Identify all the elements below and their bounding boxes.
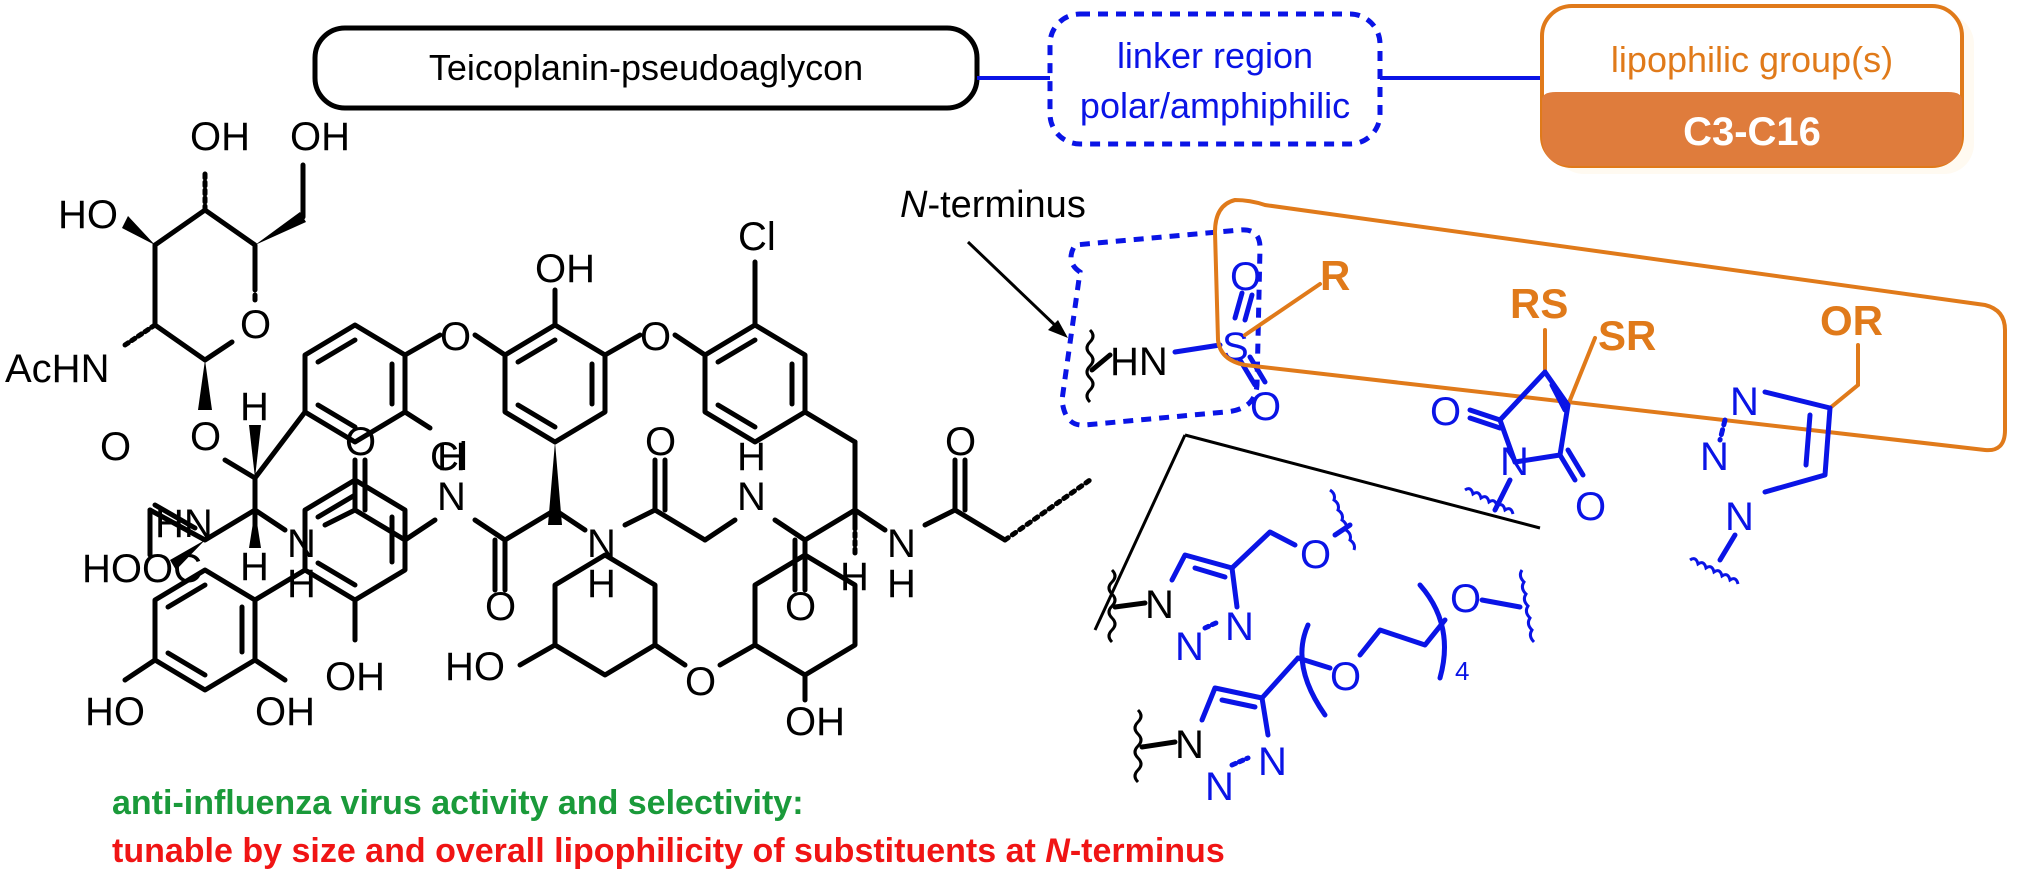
- atom-o-carbonyl: O: [945, 420, 976, 464]
- atom-oh: OH: [255, 690, 315, 734]
- linker-box-line1: linker region: [1117, 35, 1313, 76]
- atom-o-ether: O: [685, 660, 716, 704]
- n-terminus-suffix: -terminus: [927, 184, 1085, 226]
- atom-h: H: [587, 562, 616, 606]
- atom-n: N: [737, 475, 766, 519]
- atom-n-triazole: N: [1730, 380, 1759, 424]
- atom-oh: OH: [785, 700, 845, 744]
- atom-oh: OH: [535, 247, 595, 291]
- lipophilic-carbon-range: C3-C16: [1683, 110, 1821, 154]
- lipophilic-group-highlight-box: [1212, 197, 2007, 453]
- atom-h: H: [737, 435, 766, 479]
- atom-h: H: [437, 435, 466, 479]
- linker-box: linker region polar/amphiphilic: [1047, 11, 1383, 147]
- atom-o-ether: O: [640, 315, 671, 359]
- atom-o-carbonyl: O: [100, 425, 131, 469]
- atom-n-maleimide: N: [1500, 440, 1529, 484]
- atom-hn: HN: [155, 502, 213, 546]
- caption-tunable-suffix: -terminus: [1070, 832, 1225, 870]
- caption-tunable-main: tunable by size and overall lipophilicit…: [112, 832, 1045, 870]
- atom-r: R: [1320, 252, 1350, 299]
- atom-h: H: [240, 545, 269, 589]
- atom-or: OR: [1820, 297, 1883, 344]
- atom-o-carbonyl: O: [785, 585, 816, 629]
- svg-text:N-terminus: N-terminus: [900, 184, 1086, 226]
- aglycone-core: Cl O H OH O Cl O HN: [82, 215, 1093, 744]
- n-terminus-italic-n: N: [900, 184, 928, 226]
- lipophilic-box: lipophilic group(s) C3-C16: [1540, 4, 1974, 174]
- atom-o-glycosidic: O: [190, 415, 221, 459]
- sulfonamide-linker: HN S O O R: [1059, 227, 1350, 429]
- atom-n-triazole: N: [1725, 495, 1754, 539]
- atom-rs: RS: [1510, 280, 1568, 327]
- atom-h: H: [240, 385, 269, 429]
- triazole-linker-right: OR N N N: [1689, 297, 1883, 585]
- atom-n-triazole: N: [1700, 435, 1729, 479]
- atom-oh: OH: [325, 655, 385, 699]
- atom-h: H: [287, 562, 316, 606]
- atom-o-ether: O: [440, 315, 471, 359]
- atom-n: N: [1205, 765, 1234, 809]
- maleimide-linker: RS SR O N O: [1430, 280, 1656, 529]
- atom-n: N: [1258, 740, 1287, 784]
- atom-oh: OH: [290, 115, 350, 159]
- atom-n: N: [1175, 723, 1204, 767]
- caption-tunable: tunable by size and overall lipophilicit…: [112, 832, 1225, 870]
- caption-activity: anti-influenza virus activity and select…: [112, 784, 804, 822]
- n-terminus-label: N-terminus: [900, 184, 1086, 338]
- atom-oh: OH: [190, 115, 250, 159]
- atom-o-carbonyl: O: [1430, 390, 1461, 434]
- linker-box-line2: polar/amphiphilic: [1080, 85, 1350, 126]
- atom-n: N: [1225, 605, 1254, 649]
- atom-achn: AcHN: [5, 347, 109, 391]
- atom-o-carbonyl: O: [345, 420, 376, 464]
- atom-o-carbonyl: O: [1575, 485, 1606, 529]
- atom-o-carbonyl: O: [645, 420, 676, 464]
- atom-cl: Cl: [430, 435, 468, 479]
- atom-o-ether: O: [1330, 655, 1361, 699]
- atom-ho: HO: [58, 193, 118, 237]
- atom-n: N: [1145, 583, 1174, 627]
- atom-n: N: [437, 475, 466, 519]
- atom-sr: SR: [1598, 312, 1656, 359]
- atom-n: N: [887, 522, 916, 566]
- caption-tunable-n: N: [1045, 832, 1071, 870]
- atom-o-sulfonyl: O: [1250, 385, 1281, 429]
- atom-ho: HO: [85, 690, 145, 734]
- atom-n: N: [1175, 625, 1204, 669]
- atom-o-carbonyl: O: [485, 585, 516, 629]
- atom-o-ether: O: [1300, 533, 1331, 577]
- expansion-line-left: [1093, 434, 1187, 631]
- arrow-head-icon: [1048, 320, 1068, 338]
- triazole-ether-linker: N N N O: [1107, 488, 1356, 669]
- lipophilic-box-label: lipophilic group(s): [1611, 39, 1893, 80]
- atom-ho: HO: [445, 645, 505, 689]
- core-box-label: Teicoplanin-pseudoaglycon: [429, 47, 863, 88]
- glcnac-sugar: OH OH HO O AcHN O: [5, 115, 350, 459]
- core-box: Teicoplanin-pseudoaglycon: [312, 25, 980, 111]
- atom-o-ring: O: [240, 303, 271, 347]
- atom-hn: HN: [1110, 340, 1168, 384]
- expansion-line-right: [1184, 433, 1541, 530]
- atom-o-sulfonyl: O: [1230, 255, 1261, 299]
- atom-o-ether: O: [1450, 577, 1481, 621]
- atom-cl: Cl: [738, 215, 776, 259]
- atom-h: H: [887, 562, 916, 606]
- triazole-peg-linker: N N N O 4 O: [1133, 569, 1536, 809]
- atom-n: N: [287, 522, 316, 566]
- peg-repeat-count: 4: [1455, 656, 1469, 686]
